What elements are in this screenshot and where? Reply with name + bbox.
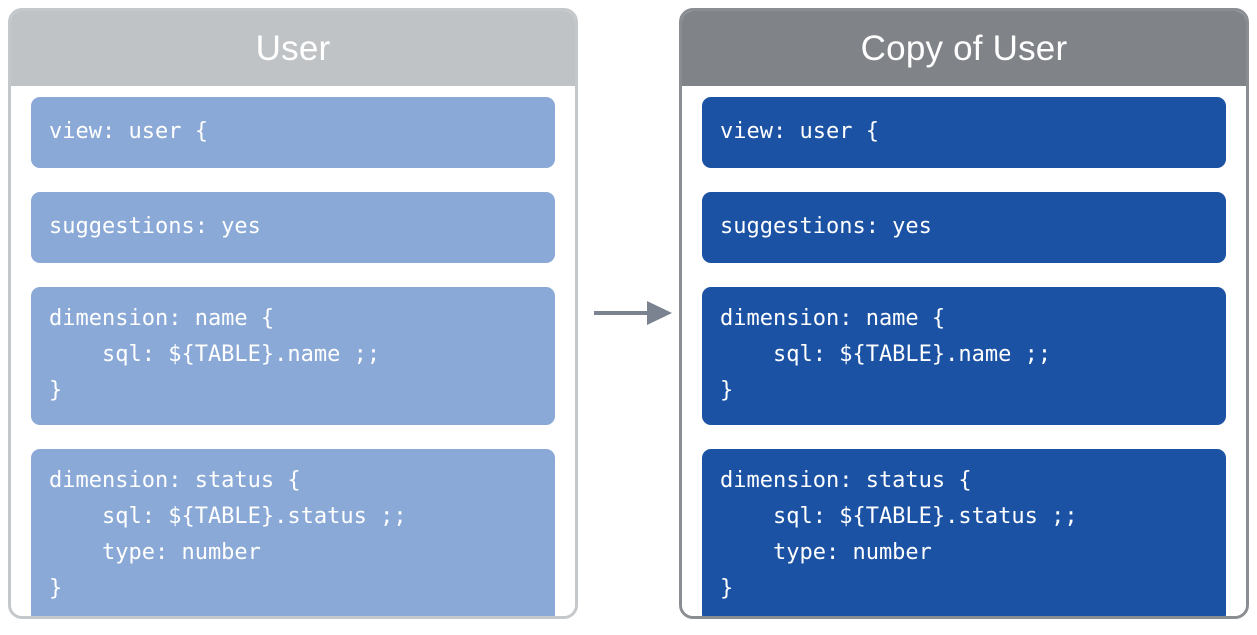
card-copy-header: Copy of User	[682, 11, 1246, 86]
card-copy-view: Copy of User view: user { suggestions: y…	[679, 8, 1249, 619]
right-arrow-icon	[592, 296, 676, 330]
source-block-dimension-name: dimension: name { sql: ${TABLE}.name ;; …	[31, 287, 555, 425]
card-source-view: User view: user { suggestions: yes dimen…	[8, 8, 578, 619]
source-block-suggestions-setting: suggestions: yes	[31, 192, 555, 263]
copy-block-dimension-name: dimension: name { sql: ${TABLE}.name ;; …	[702, 287, 1226, 425]
source-block-view-declaration: view: user {	[31, 97, 555, 168]
card-copy-title: Copy of User	[860, 29, 1068, 68]
card-source-body: view: user { suggestions: yes dimension:…	[11, 86, 575, 616]
card-source-title: User	[255, 29, 331, 68]
copy-block-dimension-status: dimension: status { sql: ${TABLE}.status…	[702, 449, 1226, 616]
card-source-header: User	[11, 11, 575, 86]
source-block-dimension-status: dimension: status { sql: ${TABLE}.status…	[31, 449, 555, 616]
copy-block-view-declaration: view: user {	[702, 97, 1226, 168]
copy-block-suggestions-setting: suggestions: yes	[702, 192, 1226, 263]
card-copy-body: view: user { suggestions: yes dimension:…	[682, 86, 1246, 616]
